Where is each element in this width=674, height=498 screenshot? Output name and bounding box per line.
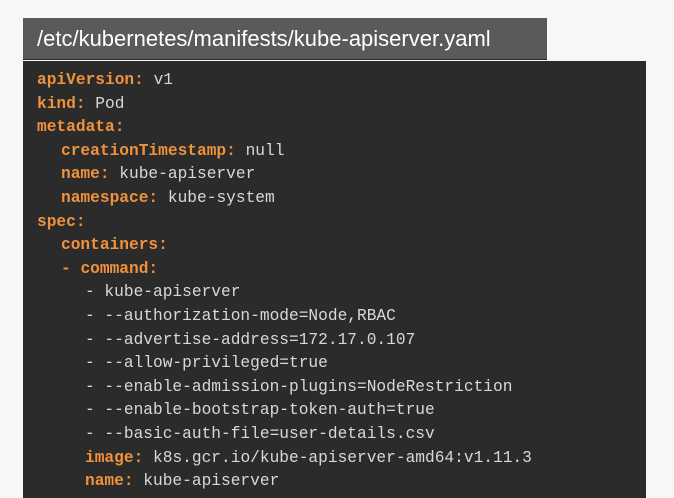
yaml-line-image: image: k8s.gcr.io/kube-apiserver-amd64:v…: [37, 447, 646, 471]
yaml-key: kind:: [37, 94, 86, 113]
yaml-value: null: [235, 141, 285, 160]
yaml-line-containers: containers:: [37, 234, 646, 258]
yaml-key: spec:: [37, 212, 86, 231]
yaml-line-metadata: metadata:: [37, 116, 646, 140]
yaml-line-command: - command:: [37, 258, 646, 282]
yaml-key: containers:: [61, 236, 168, 255]
yaml-key: metadata:: [37, 118, 125, 137]
yaml-value: k8s.gcr.io/kube-apiserver-amd64:v1.11.3: [143, 448, 532, 467]
yaml-line-name: name: kube-apiserver: [37, 163, 646, 187]
yaml-key: image:: [85, 448, 144, 467]
yaml-code-panel: apiVersion: v1 kind: Pod metadata: creat…: [23, 61, 646, 498]
yaml-command-item: - --enable-bootstrap-token-auth=true: [85, 401, 435, 420]
yaml-key: command:: [80, 259, 159, 278]
yaml-value: Pod: [85, 94, 125, 113]
yaml-line-namespace: namespace: kube-system: [37, 187, 646, 211]
yaml-value: kube-apiserver: [109, 165, 256, 184]
yaml-command-item: - --advertise-address=172.17.0.107: [85, 330, 416, 349]
yaml-line-kind: kind: Pod: [37, 93, 646, 117]
yaml-line-spec: spec:: [37, 211, 646, 235]
yaml-value: v1: [143, 71, 174, 89]
file-path-title: /etc/kubernetes/manifests/kube-apiserver…: [23, 18, 547, 60]
yaml-command-item: - --enable-admission-plugins=NodeRestric…: [85, 377, 513, 396]
yaml-key: name:: [61, 165, 110, 184]
yaml-key: namespace:: [61, 188, 159, 207]
yaml-line-apiversion: apiVersion: v1: [37, 69, 646, 93]
yaml-command-item: - kube-apiserver: [85, 283, 241, 302]
yaml-dash: -: [61, 259, 81, 278]
yaml-command-item: - --allow-privileged=true: [85, 354, 328, 373]
yaml-line-container-name: name: kube-apiserver: [37, 470, 646, 494]
yaml-command-item: - --authorization-mode=Node,RBAC: [85, 306, 396, 325]
yaml-value: kube-system: [158, 188, 275, 207]
yaml-key: apiVersion:: [37, 71, 144, 89]
yaml-key: creationTimestamp:: [61, 141, 236, 160]
yaml-command-item: - --basic-auth-file=user-details.csv: [85, 424, 435, 443]
yaml-value: kube-apiserver: [133, 472, 280, 491]
yaml-key: name:: [85, 472, 134, 491]
yaml-line-creation-timestamp: creationTimestamp: null: [37, 140, 646, 164]
